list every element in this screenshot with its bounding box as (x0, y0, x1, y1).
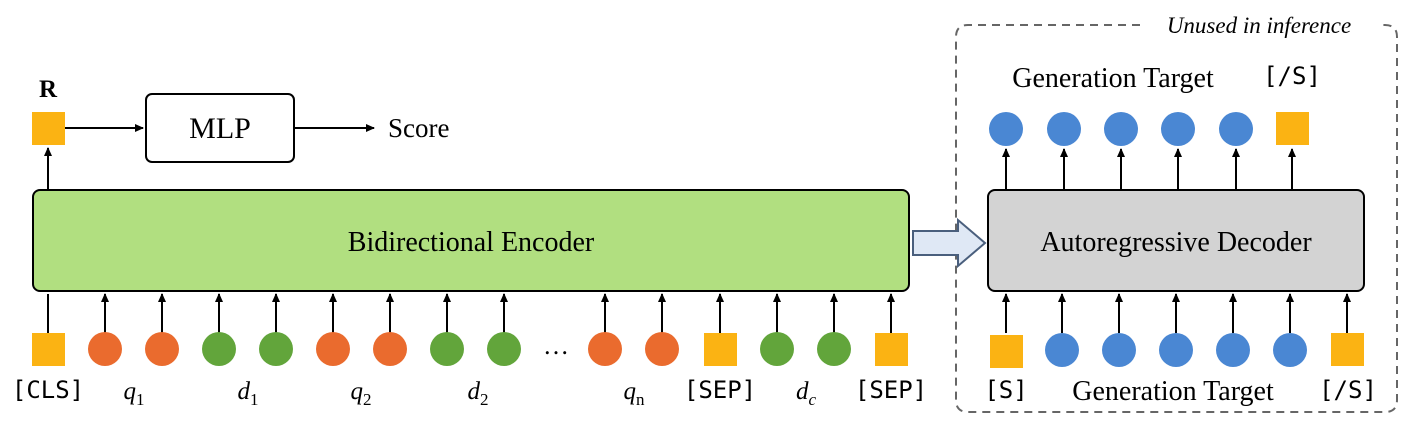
target-token (1102, 333, 1136, 367)
doc-token (817, 332, 851, 366)
output-token-1 (989, 112, 1023, 146)
dc-label: dc (796, 378, 817, 409)
score-label: Score (388, 113, 449, 143)
q1-label: q1 (124, 378, 145, 409)
end-token-label: [/S] (1319, 376, 1377, 404)
mlp-label: MLP (189, 112, 251, 145)
target-token (1159, 333, 1193, 367)
decoder-label: Autoregressive Decoder (1040, 227, 1312, 258)
r-label: R (39, 76, 58, 103)
d1-label: d1 (238, 378, 259, 409)
sep-label: [SEP] (855, 376, 927, 404)
start-token (990, 335, 1023, 368)
decoder-panel-title: Unused in inference (1167, 13, 1351, 38)
decoder-input-arrows (1002, 293, 1351, 333)
encoder-label: Bidirectional Encoder (348, 227, 595, 258)
r-token (32, 112, 65, 145)
qn-label: qn (624, 378, 646, 409)
doc-token (760, 332, 794, 366)
encoder-input-arrows (47, 293, 895, 333)
decoder-input-text: Generation Target (1072, 376, 1274, 407)
cls-label: [CLS] (12, 376, 84, 404)
encoder-to-decoder-arrow (912, 217, 987, 269)
sep-label: [SEP] (684, 376, 756, 404)
decoder-output-text: Generation Target (1012, 63, 1214, 94)
start-token-label: [S] (984, 376, 1027, 404)
query-token (373, 332, 407, 366)
target-token (1273, 333, 1307, 367)
decoder-output-tokens (989, 112, 1309, 146)
query-token (145, 332, 179, 366)
decoder-input-tokens (990, 333, 1364, 368)
decoder-output-arrows (1002, 148, 1296, 190)
sep-token (875, 333, 908, 366)
decoder-box (987, 189, 1365, 292)
encoder-input-tokens (32, 332, 908, 366)
sep-token (704, 333, 737, 366)
output-token-2 (1047, 112, 1081, 146)
doc-token (487, 332, 521, 366)
d2-label: d2 (468, 378, 489, 409)
output-token-3 (1104, 112, 1138, 146)
doc-token (259, 332, 293, 366)
encoder-box (32, 189, 910, 292)
target-token (1045, 333, 1079, 367)
end-token (1331, 333, 1364, 366)
query-token (588, 332, 622, 366)
output-end-token (1276, 112, 1309, 145)
doc-token (202, 332, 236, 366)
doc-token (430, 332, 464, 366)
cls-token (32, 333, 65, 366)
query-token (88, 332, 122, 366)
target-token (1216, 333, 1250, 367)
encoder-input-labels: [CLS] q1 d1 q2 d2 qn [SEP] dc [SEP] (12, 376, 927, 409)
output-token-4 (1161, 112, 1195, 146)
q2-label: q2 (351, 378, 372, 409)
query-token (645, 332, 679, 366)
decoder-output-end-token-label: [/S] (1263, 62, 1321, 90)
query-token (316, 332, 350, 366)
output-token-5 (1219, 112, 1253, 146)
ellipsis: … (543, 331, 569, 360)
decoder-panel: Unused in inference (955, 13, 1398, 413)
